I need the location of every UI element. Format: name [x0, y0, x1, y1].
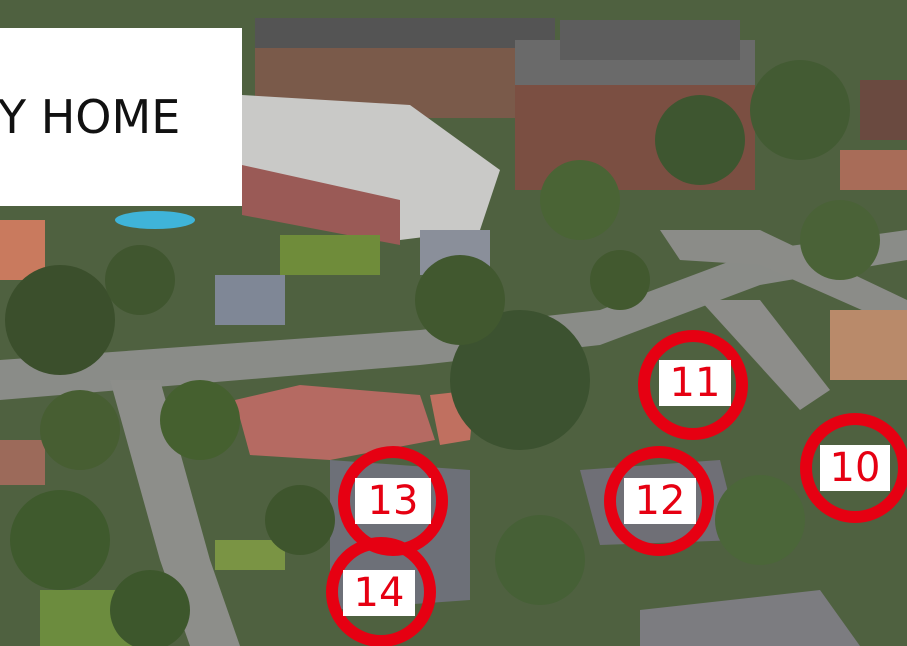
marker-label: 14 [343, 570, 415, 616]
title-text: Y HOME [0, 90, 181, 144]
title-card: Y HOME [0, 28, 242, 206]
marker-label: 12 [624, 478, 696, 524]
marker-label: 11 [659, 360, 731, 406]
marker-label: 10 [820, 445, 890, 491]
marker-label: 13 [355, 478, 431, 524]
